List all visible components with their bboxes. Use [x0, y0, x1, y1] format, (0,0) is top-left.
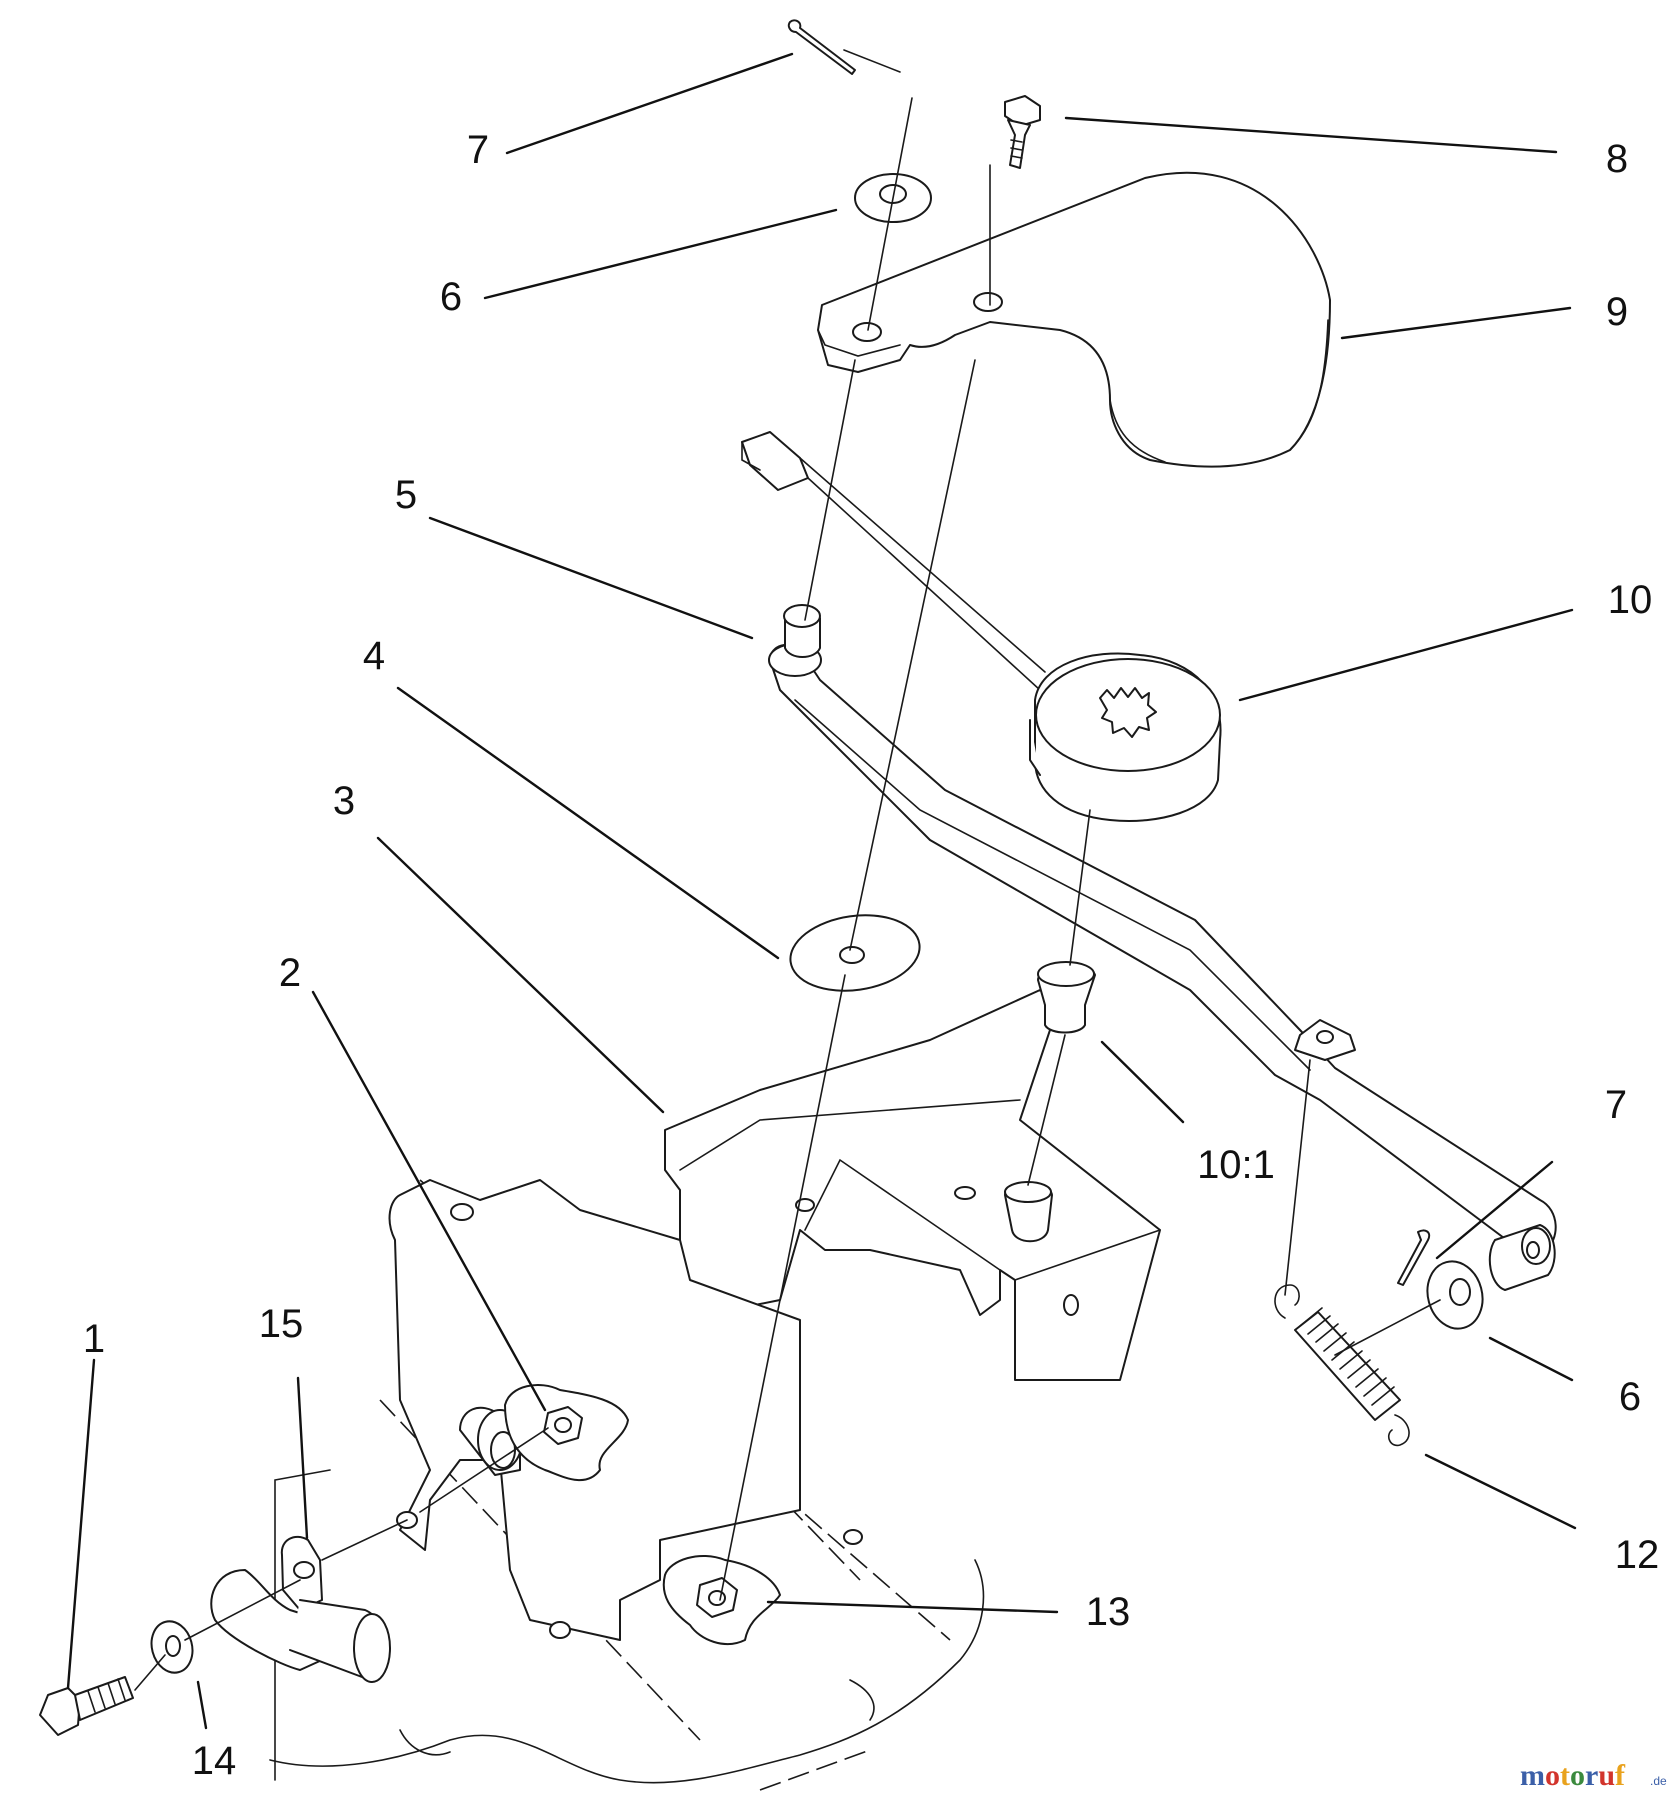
bracket-part-15 [210, 1535, 391, 1683]
wire-connector [741, 431, 1046, 691]
callout-7-top: 7 [467, 128, 489, 172]
washer-part-4 [789, 914, 921, 992]
bolt-part-8 [1004, 95, 1041, 169]
callout-13: 13 [1086, 1590, 1131, 1634]
callout-5: 5 [395, 473, 417, 517]
callout-6-top: 6 [440, 275, 462, 319]
callout-4: 4 [363, 634, 385, 678]
washer-part-6-right [1426, 1260, 1484, 1330]
spring-part-12 [1274, 1284, 1410, 1447]
weld-nut-pad [504, 1384, 629, 1481]
callout-12: 12 [1615, 1533, 1660, 1577]
callout-1: 1 [83, 1317, 105, 1361]
weld-nut-pad-13 [662, 1555, 781, 1645]
grommet-part-10-1 [1037, 961, 1096, 1034]
callout-7-right: 7 [1605, 1083, 1627, 1127]
switch-plate-part-9 [817, 171, 1331, 468]
watermark-suffix: .de [1650, 1774, 1667, 1788]
pivot-rod-part-5 [768, 604, 1557, 1251]
callout-8: 8 [1606, 137, 1628, 181]
cotter-pin-part-7-top [787, 19, 856, 75]
callout-10: 10 [1608, 578, 1653, 622]
bolt-part-1 [39, 1676, 134, 1736]
pivot-boss [396, 1406, 523, 1529]
callout-14: 14 [192, 1739, 237, 1783]
assembly-lines [134, 49, 1441, 1691]
watermark-text: motoruf [1520, 1759, 1626, 1792]
rod-spring-tab [1294, 1019, 1356, 1061]
cotter-pin-part-7-right [1397, 1229, 1431, 1286]
leader-lines [66, 52, 1577, 1730]
callout-6-right: 6 [1619, 1375, 1641, 1419]
callout-10-1: 10:1 [1197, 1143, 1275, 1187]
switch-part-10 [1029, 652, 1222, 822]
rod-end-pin [1488, 1224, 1556, 1291]
watermark-logo: motoruf .de [1520, 1759, 1667, 1792]
callout-9: 9 [1606, 290, 1628, 334]
grommet-installed [1004, 1181, 1053, 1243]
callout-labels: 1 2 3 4 5 6 7 8 9 10 10:1 7 6 12 13 14 1… [83, 128, 1659, 1783]
callout-3: 3 [333, 779, 355, 823]
callout-15: 15 [259, 1302, 304, 1346]
callout-2: 2 [279, 951, 301, 995]
